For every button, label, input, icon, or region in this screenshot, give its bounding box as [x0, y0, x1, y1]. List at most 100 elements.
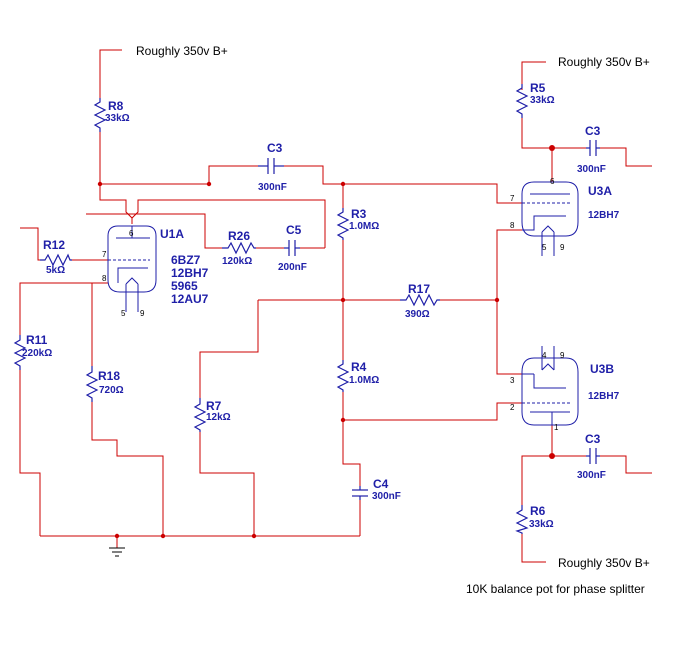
junction [340, 297, 346, 303]
resistor-symbols [13, 84, 529, 534]
u1a-pin-plate: 6 [129, 229, 134, 238]
r12-ref: R12 [43, 238, 65, 252]
c4-ref: C4 [373, 477, 389, 491]
junction [340, 181, 346, 187]
resistor-r8 [93, 98, 107, 132]
junction [251, 533, 257, 539]
r7-value: 12kΩ [206, 412, 231, 423]
wire-c3-u3a-grid [284, 165, 522, 204]
u1a-pin-cathode: 8 [102, 274, 107, 283]
c3-top-ref: C3 [267, 141, 283, 155]
u3a-ref: U3A [588, 184, 612, 198]
supply-label-r5: Roughly 350v B+ [558, 55, 650, 69]
junction [206, 181, 212, 187]
wire-u3b-grid [343, 402, 522, 421]
tube-u3b [521, 346, 579, 426]
junction [340, 417, 346, 423]
u1a-type-1: 6BZ7 [171, 253, 201, 267]
r5-value: 33kΩ [530, 95, 555, 106]
c5-value: 200nF [278, 262, 307, 273]
wire-r5-supply [521, 61, 546, 90]
r6-value: 33kΩ [529, 519, 554, 530]
wire-r5-plate [521, 118, 553, 182]
resistor-r17 [400, 293, 440, 307]
u3b-pin-plate: 1 [554, 423, 559, 432]
capacitor-symbols [258, 140, 600, 500]
wire-r7-top [199, 300, 259, 398]
u1a-type-4: 12AU7 [171, 292, 209, 306]
wire-r8-bus [99, 132, 258, 185]
tube-u1a [107, 225, 157, 312]
r4-value: 1.0MΩ [349, 375, 379, 386]
wire-cathode-r11 [19, 282, 108, 335]
u3b-pin-heater-a: 4 [542, 351, 547, 360]
r3-value: 1.0MΩ [349, 221, 379, 232]
junction [114, 533, 120, 539]
junction [494, 297, 500, 303]
c5-ref: C5 [286, 223, 302, 237]
resistor-r11 [13, 335, 27, 370]
capacitor-c5 [284, 240, 300, 256]
r12-value: 5kΩ [46, 265, 65, 276]
resistor-r3 [336, 208, 350, 240]
junction [160, 533, 166, 539]
junction [97, 181, 103, 187]
resistor-r12 [40, 253, 72, 267]
c4-value: 300nF [372, 491, 401, 502]
u1a-pin-heater-b: 9 [140, 309, 145, 318]
r17-value: 390Ω [405, 309, 430, 320]
junctions [97, 145, 555, 539]
wires [19, 49, 652, 563]
r26-ref: R26 [228, 229, 250, 243]
capacitor-c3-top [258, 158, 284, 174]
wire-c3-u3a-out [600, 147, 652, 167]
wire-u3b-plate [521, 425, 553, 505]
c3-u3a-value: 300nF [577, 164, 606, 175]
c3-u3a-ref: C3 [585, 124, 601, 138]
wire-r26-left [86, 213, 222, 249]
r18-ref: R18 [98, 369, 120, 383]
note-balance-pot: 10K balance pot for phase splitter [466, 582, 645, 596]
r17-ref: R17 [408, 282, 430, 296]
u3b-pin-cathode: 3 [510, 376, 515, 385]
u3a-pin-heater-a: 5 [542, 243, 547, 252]
junction [549, 453, 555, 459]
u3a-pin-plate: 6 [550, 177, 555, 186]
u3a-pin-cathode: 8 [510, 221, 515, 230]
capacitor-c4 [352, 486, 368, 500]
u3b-type: 12BH7 [588, 391, 620, 402]
u3b-ref: U3B [590, 362, 614, 376]
wire-cathodes [496, 229, 522, 375]
u3a-type: 12BH7 [588, 210, 620, 221]
r18-value: 720Ω [99, 385, 124, 396]
r11-value: 220kΩ [22, 348, 52, 359]
wire-r18-bottom [91, 402, 164, 536]
r7-ref: R7 [206, 399, 222, 413]
u3a-pin-heater-b: 9 [560, 243, 565, 252]
r26-value: 120kΩ [222, 256, 252, 267]
u1a-pin-heater-a: 5 [121, 309, 126, 318]
wire-r7-bottom [199, 432, 255, 536]
wire-r4-c4 [342, 392, 361, 486]
u1a-type-2: 12BH7 [171, 266, 209, 280]
tube-u3a [521, 181, 579, 256]
resistor-r7 [193, 398, 207, 432]
c3-u3b-ref: C3 [585, 432, 601, 446]
supply-label-r8: Roughly 350v B+ [136, 44, 228, 58]
u3b-pin-grid: 2 [510, 403, 515, 412]
r6-ref: R6 [530, 504, 546, 518]
u1a-ref: U1A [160, 227, 184, 241]
u1a-type-3: 5965 [171, 279, 198, 293]
r8-ref: R8 [108, 99, 124, 113]
r11-ref: R11 [26, 333, 48, 347]
wire-r6-supply [521, 534, 546, 563]
c3-top-value: 300nF [258, 182, 287, 193]
u3b-pin-heater-b: 9 [560, 351, 565, 360]
resistor-r6 [515, 505, 529, 534]
resistor-r5 [515, 84, 529, 118]
wire-r8-supply [99, 49, 122, 98]
u3a-pin-grid: 7 [510, 194, 515, 203]
r4-ref: R4 [351, 360, 367, 374]
resistor-r18 [85, 366, 99, 402]
wire-c3-u3b-out [600, 455, 652, 474]
